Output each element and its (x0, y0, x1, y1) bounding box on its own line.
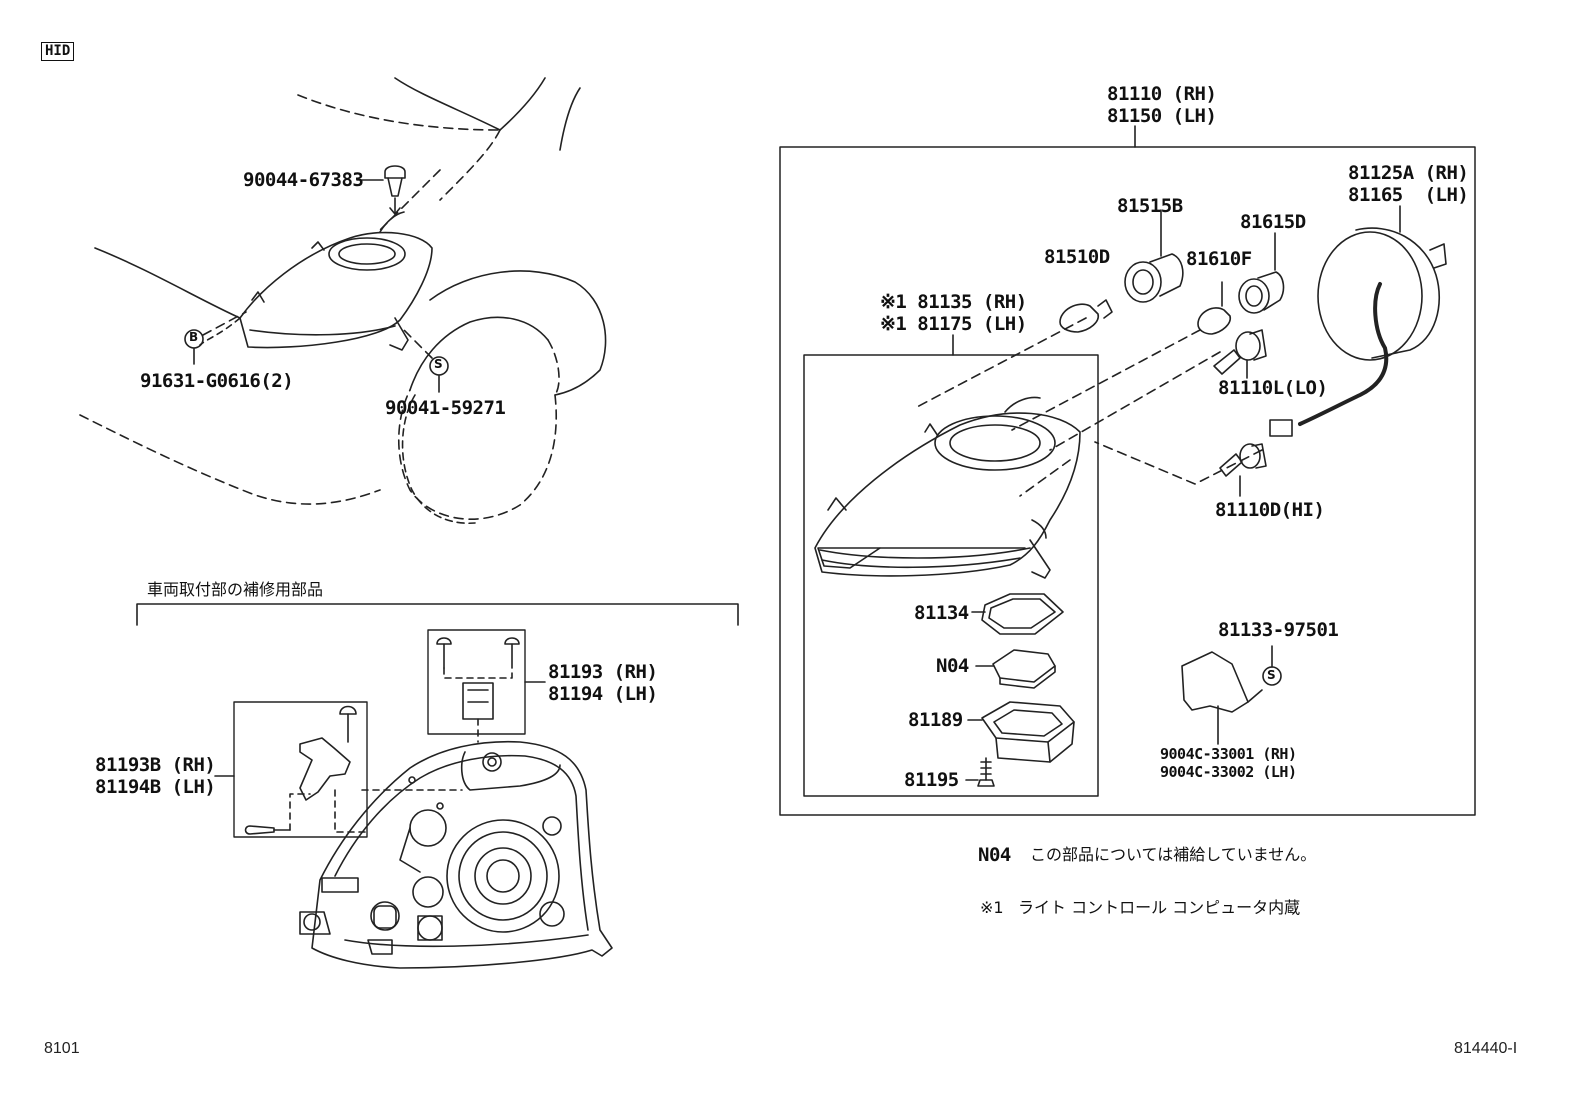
label-9004c-33001: 9004C-33001 (RH) (1160, 745, 1297, 763)
socket-81615d (1238, 232, 1285, 314)
clip-icon (379, 165, 441, 231)
footer-right: 814440-I (1454, 1040, 1518, 1057)
callout-s-letter-2: S (1267, 668, 1276, 682)
label-9004c-33002: 9004C-33002 (LH) (1160, 763, 1297, 781)
footer-left: 8101 (44, 1040, 80, 1057)
screw-81195 (965, 757, 995, 787)
hid-tag: HID (41, 42, 75, 61)
label-90044-67383: 90044-67383 (243, 169, 364, 191)
headlamp-rear-view (299, 740, 613, 969)
car-body-outline (79, 77, 607, 525)
label-81510d: 81510D (1044, 246, 1110, 268)
headlamp-on-car (239, 211, 433, 351)
ballast-81189 (967, 701, 1075, 763)
gasket-81134 (971, 593, 1064, 635)
label-81193: 81193 (RH) (548, 661, 658, 683)
callout-s-marker (403, 329, 449, 393)
bracket-top-box (427, 629, 546, 743)
rear-cover (1269, 205, 1447, 437)
label-81133-97501: 81133-97501 (1218, 619, 1339, 641)
label-81125a: 81125A (RH) (1348, 162, 1469, 184)
label-81189: 81189 (908, 709, 963, 731)
label-81615d: 81615D (1240, 211, 1306, 233)
label-81150: 81150 (LH) (1107, 105, 1217, 127)
label-81610f: 81610F (1186, 248, 1252, 270)
bulb-81510d (1059, 299, 1113, 333)
note-1-text: ライト コントロール コンピュータ内蔵 (1018, 898, 1301, 917)
pad-n04 (975, 649, 1056, 689)
bulb-81110l (1213, 329, 1267, 379)
socket-81515b (1124, 209, 1184, 303)
note-n04-code: N04 (978, 844, 1011, 866)
callout-s-letter: S (434, 357, 443, 371)
note-1-code: ※1 (980, 898, 1004, 917)
label-81165: 81165 (LH) (1348, 184, 1469, 206)
label-81175: ※1 81175 (LH) (880, 313, 1027, 335)
bulb-81610f (1197, 281, 1232, 335)
bracket-81133 (1181, 645, 1282, 745)
label-90041-59271: 90041-59271 (385, 397, 506, 419)
label-91631-g0616: 91631-G0616(2) (140, 370, 294, 392)
label-81193b: 81193B (RH) (95, 754, 216, 776)
note-n04-text: この部品については補給していません。 (1030, 845, 1317, 864)
bracket-side-box (214, 701, 368, 838)
label-81194b: 81194B (LH) (95, 776, 216, 798)
bulb-81110d (1219, 443, 1267, 497)
assembly-box (779, 146, 1476, 816)
headlamp-unit (814, 396, 1081, 579)
label-81110d: 81110D(HI) (1215, 499, 1325, 521)
label-81195: 81195 (904, 769, 959, 791)
assembly-leaders (914, 317, 1263, 497)
label-81134: 81134 (914, 602, 969, 624)
label-81110l: 81110L(LO) (1218, 377, 1328, 399)
unit-box (803, 354, 1099, 797)
label-81515b: 81515B (1117, 195, 1183, 217)
label-n04: N04 (936, 655, 969, 677)
callout-b-letter: B (189, 330, 199, 344)
label-81110: 81110 (RH) (1107, 83, 1217, 105)
repair-section-bracket (136, 603, 739, 626)
callout-b-marker (184, 311, 247, 365)
label-81135: ※1 81135 (RH) (880, 291, 1027, 313)
label-81194: 81194 (LH) (548, 683, 658, 705)
repair-section-title: 車両取付部の補修用部品 (147, 580, 324, 599)
